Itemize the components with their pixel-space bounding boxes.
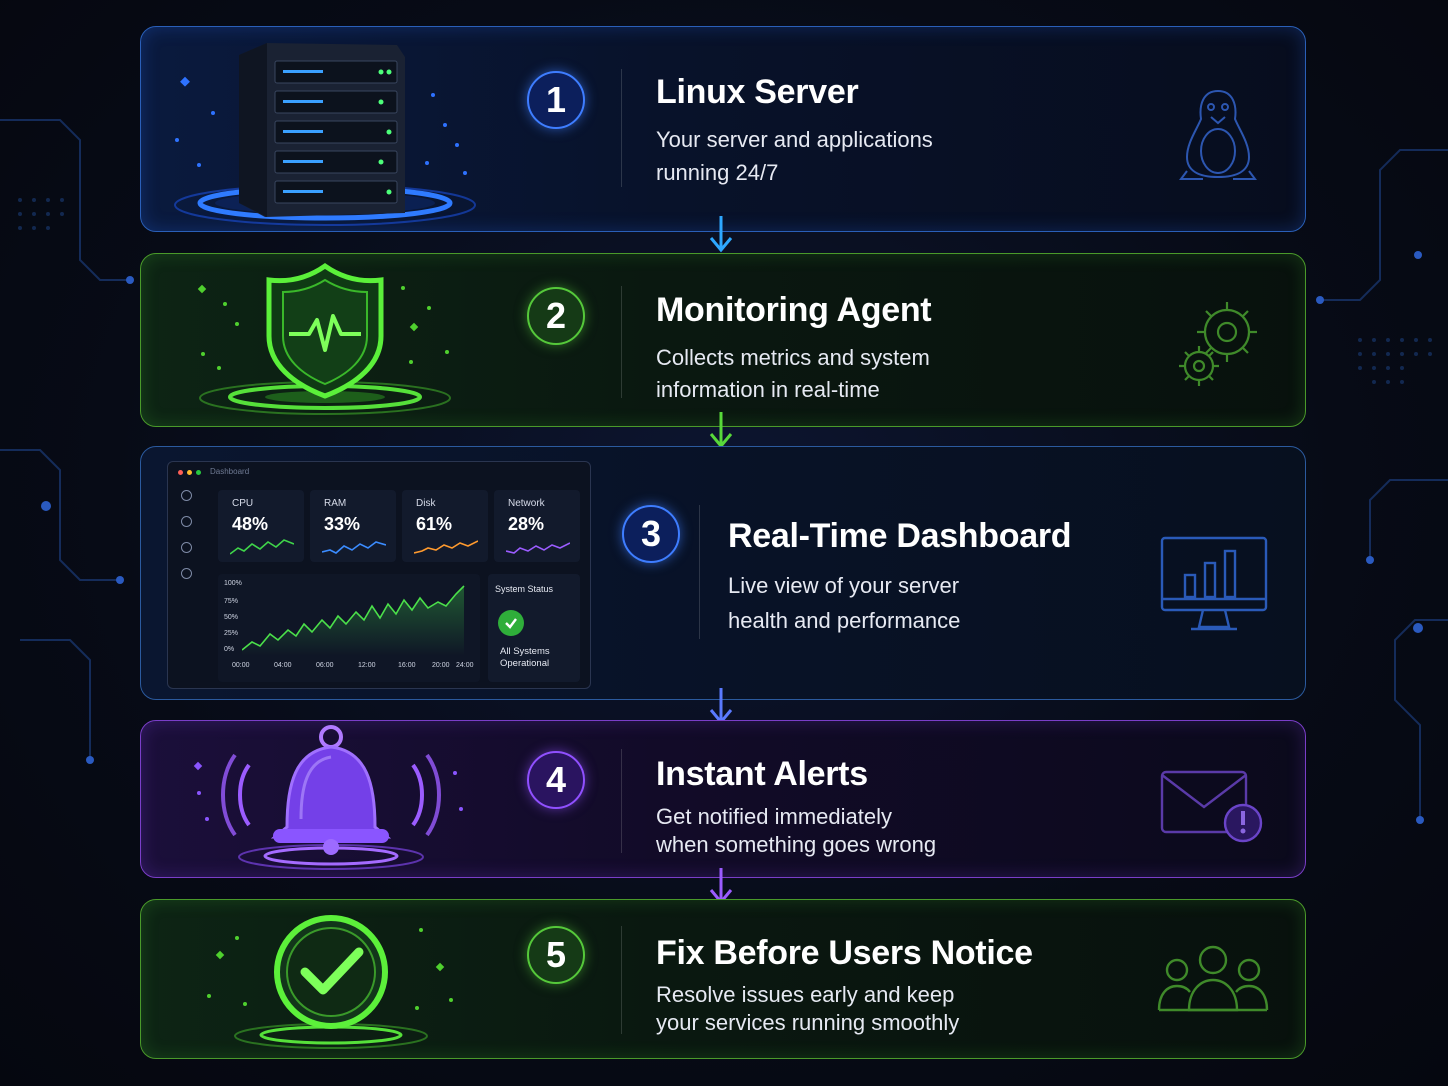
step-description-line-1: Collects metrics and system: [656, 345, 930, 370]
y-tick-label: 100%: [224, 580, 242, 587]
x-tick-label: 12:00: [358, 662, 376, 669]
dashboard-mockup: Dashboard CPU 48% RAM 33%: [167, 461, 591, 689]
metric-label: Network: [508, 498, 545, 509]
x-tick-label: 00:00: [232, 662, 250, 669]
divider: [621, 926, 622, 1034]
users-group-icon: [1157, 945, 1269, 1012]
y-tick-label: 0%: [224, 646, 235, 653]
step-description-line-2: your services running smoothly: [656, 1010, 960, 1035]
flow-arrow: [709, 412, 733, 449]
x-tick-label: 20:00: [432, 662, 450, 669]
step-description-line-2: when something goes wrong: [656, 832, 937, 857]
step-number-badge: 1: [527, 71, 585, 129]
status-title: System Status: [495, 584, 554, 594]
status-text: All Systems Operational: [500, 646, 580, 670]
sparkline: [506, 542, 570, 554]
x-tick-label: 04:00: [274, 662, 292, 669]
step-number-badge: 2: [527, 287, 585, 345]
step-description-line-2: information in real-time: [656, 377, 880, 402]
metric-value: 61%: [416, 514, 453, 534]
step-card-4: 4 Instant Alerts Get notified immediatel…: [140, 720, 1306, 878]
step-title: Real-Time Dashboard: [728, 517, 1072, 555]
step-number-badge: 4: [527, 751, 585, 809]
gears-icon: [1179, 302, 1257, 386]
server-rack-icon: [174, 43, 476, 226]
step-description-line-2: health and performance: [728, 608, 961, 633]
system-status-panel: System Status All Systems Operational: [488, 574, 580, 682]
bell-icon: [193, 725, 463, 870]
divider: [621, 69, 622, 187]
linux-penguin-icon: [1179, 89, 1257, 180]
y-tick-label: 75%: [224, 598, 239, 605]
metric-value: 28%: [508, 514, 545, 534]
metric-label: RAM: [324, 498, 347, 509]
sidebar-settings-icon: [181, 568, 192, 579]
divider: [699, 505, 700, 639]
metric-value: 33%: [324, 514, 361, 534]
dashboard-sidebar: [176, 490, 198, 594]
close-dot: [178, 470, 183, 475]
step-description-line-1: Get notified immediately: [656, 804, 892, 829]
metric-value: 48%: [232, 514, 269, 534]
usage-line: [242, 585, 465, 656]
step-number-badge: 3: [622, 505, 680, 563]
step-description-line-1: Your server and applications: [656, 127, 933, 152]
sidebar-home-icon: [181, 490, 192, 501]
step-title: Instant Alerts: [656, 755, 868, 793]
sparkline: [322, 541, 386, 554]
step-description-line-1: Live view of your server: [728, 573, 960, 598]
x-tick-label: 16:00: [398, 662, 416, 669]
sparkline: [230, 539, 294, 555]
x-tick-label: 06:00: [316, 662, 334, 669]
step-title: Monitoring Agent: [656, 291, 932, 329]
metric-label: CPU: [232, 498, 254, 509]
step-number-badge: 5: [527, 926, 585, 984]
metric-card-disk: Disk 61%: [402, 490, 488, 562]
metric-card-ram: RAM 33%: [310, 490, 396, 562]
step-card-2: 2 Monitoring Agent Collects metrics and …: [140, 253, 1306, 427]
status-line-2: Operational: [500, 658, 550, 669]
monitor-chart-icon: [1160, 536, 1268, 631]
metric-card-cpu: CPU 48%: [218, 490, 304, 562]
check-icon: [498, 610, 524, 636]
step-title: Fix Before Users Notice: [656, 934, 1033, 972]
window-title: Dashboard: [210, 467, 250, 476]
x-tick-label: 24:00: [456, 662, 474, 669]
minimize-dot: [187, 470, 192, 475]
y-tick-label: 50%: [224, 614, 239, 621]
flow-arrow: [709, 216, 733, 253]
sidebar-user-icon: [181, 516, 192, 527]
y-tick-label: 25%: [224, 630, 239, 637]
metric-card-network: Network 28%: [494, 490, 580, 562]
sidebar-server-icon: [181, 542, 192, 553]
step-title: Linux Server: [656, 73, 859, 111]
divider: [621, 286, 622, 398]
step-card-1: 1 Linux Server Your server and applicati…: [140, 26, 1306, 232]
maximize-dot: [196, 470, 201, 475]
metric-label: Disk: [416, 498, 436, 509]
shield-heartbeat-icon: [197, 262, 451, 415]
step-description-line-1: Resolve issues early and keep: [656, 982, 955, 1007]
step-card-3: Dashboard CPU 48% RAM 33%: [140, 446, 1306, 700]
mail-alert-icon: [1160, 770, 1263, 843]
step-description-line-2: running 24/7: [656, 160, 779, 185]
step-card-5: 5 Fix Before Users Notice Resolve issues…: [140, 899, 1306, 1059]
status-line-1: All Systems: [500, 646, 550, 657]
usage-line-chart: 100% 75% 50% 25% 0% 00:00 04:00: [218, 574, 480, 682]
divider: [621, 749, 622, 853]
sparkline: [414, 540, 478, 554]
checkmark-circle-icon: [207, 915, 453, 1049]
